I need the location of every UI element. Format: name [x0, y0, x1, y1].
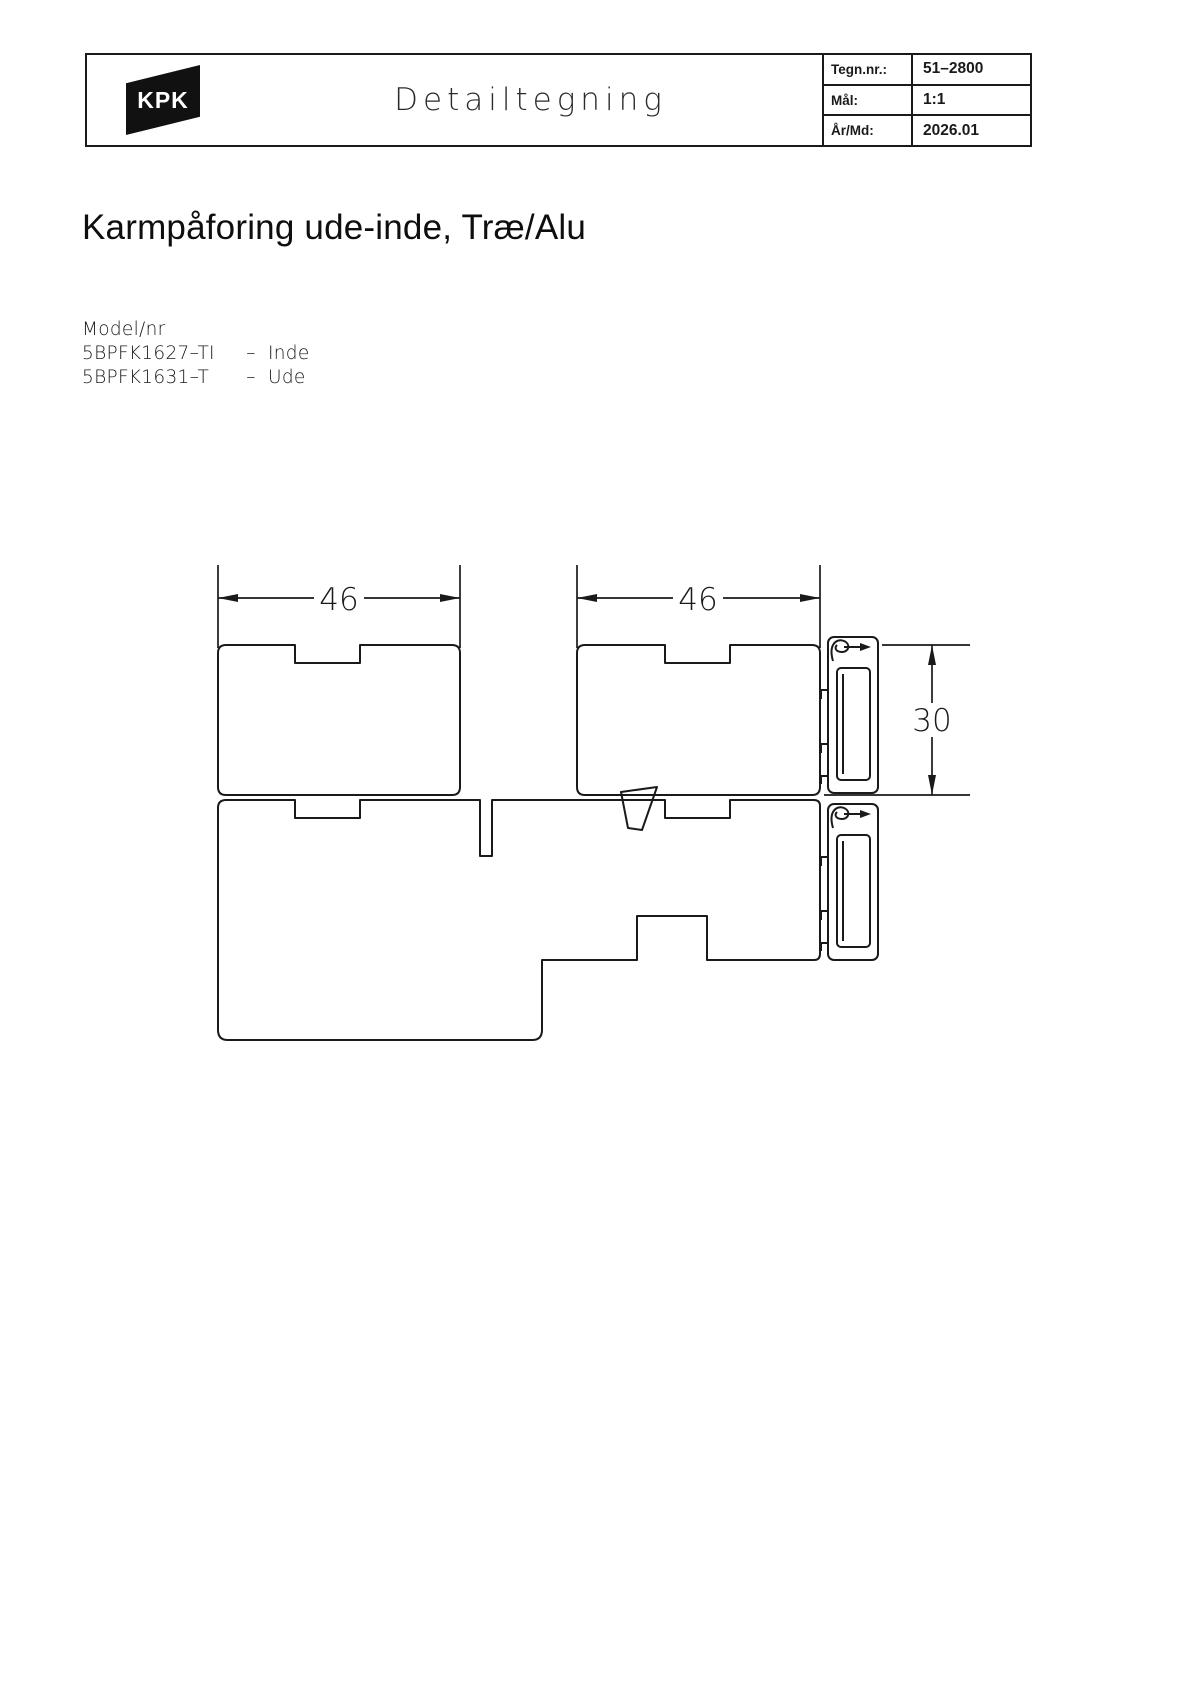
- profile-extension-inde: [217, 644, 461, 796]
- alu-cladding-bottom: [820, 803, 879, 961]
- info-value: 2026.01: [923, 121, 980, 139]
- logo-area: KPK: [87, 55, 239, 145]
- kpk-logo-text: KPK: [137, 86, 189, 113]
- model-name: Ude: [268, 367, 306, 388]
- info-value: 1:1: [923, 91, 946, 108]
- model-row-inde: 5BPFK1627–TI – Inde: [82, 342, 310, 366]
- info-value: 51–2800: [923, 60, 984, 78]
- dimension-label-height: 30: [912, 703, 951, 739]
- model-list: Model/nr 5BPFK1627–TI – Inde 5BPFK1631–T…: [82, 318, 310, 390]
- gasket-flap: [620, 786, 658, 831]
- model-code: 5BPFK1627–TI: [82, 343, 215, 364]
- kpk-logo: KPK: [126, 65, 200, 135]
- dimension-label-right-width: 46: [678, 582, 717, 618]
- profile-extension-ude: [576, 644, 821, 796]
- technical-drawing: 46 46 30: [217, 565, 970, 1041]
- model-separator: –: [246, 343, 256, 364]
- info-label: Mål:: [824, 85, 913, 115]
- dimension-lines: 46 46 30: [217, 565, 970, 796]
- profile-sections: [217, 636, 879, 1041]
- info-label: År/Md:: [824, 116, 913, 146]
- page-title: Karmpåforing ude-inde, Træ/Alu: [82, 208, 587, 247]
- info-row-date: År/Md: 2026.01: [824, 116, 1030, 146]
- model-separator: –: [246, 367, 256, 388]
- info-row-drawing-number: Tegn.nr.: 51–2800: [824, 55, 1030, 86]
- alu-cladding-top: [820, 636, 879, 794]
- info-label: Tegn.nr.:: [824, 55, 913, 84]
- info-row-scale: Mål: 1:1: [824, 85, 1030, 117]
- model-name: Inde: [268, 343, 310, 364]
- model-code: 5BPFK1631–T: [82, 367, 210, 388]
- title-block: KPK Detailtegning Tegn.nr.: 51–2800 Mål:…: [85, 53, 1032, 147]
- dimension-label-left-width: 46: [319, 582, 358, 618]
- sheet-title: Detailtegning: [394, 82, 667, 118]
- profile-frame: [217, 799, 821, 1041]
- model-list-heading: Model/nr: [82, 319, 166, 340]
- drawing-info-table: Tegn.nr.: 51–2800 Mål: 1:1 År/Md: 2026.0…: [822, 55, 1030, 146]
- model-row-ude: 5BPFK1631–T – Ude: [82, 366, 310, 390]
